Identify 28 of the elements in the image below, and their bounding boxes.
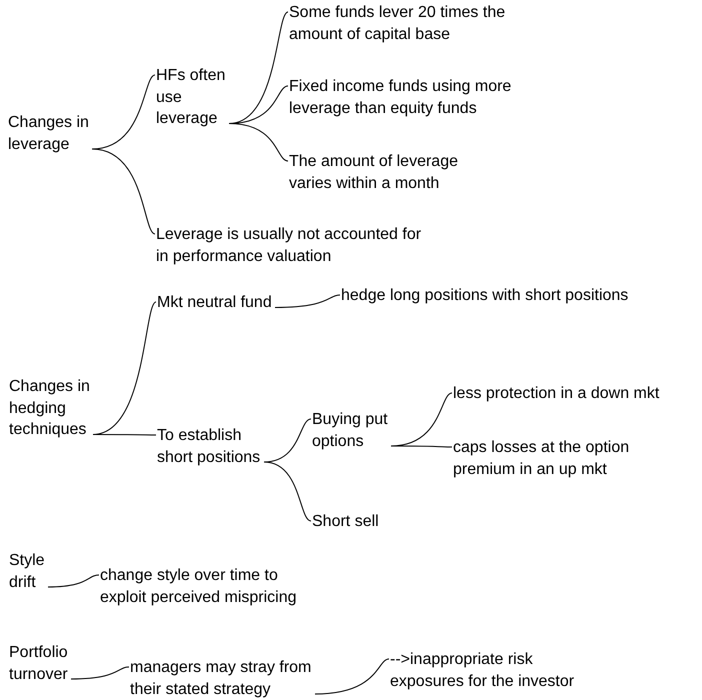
connector-line	[274, 294, 340, 308]
topic-text: Changes in hedging techniques	[9, 377, 91, 440]
connector-line	[390, 446, 452, 448]
topic-text: hedge long positions with short positions	[341, 286, 630, 306]
topic-text: Buying put options	[312, 410, 389, 452]
connector-line	[228, 123, 288, 162]
connector-line	[314, 658, 390, 694]
connector-line	[92, 148, 156, 234]
topic-text: Changes in leverage	[8, 113, 90, 154]
topic-text: To establish short positions	[157, 426, 262, 468]
connector-line	[92, 434, 156, 436]
topic-text: Short sell	[312, 512, 380, 532]
connector-line	[264, 462, 312, 522]
topic-text: less protection in a down mkt	[453, 384, 660, 404]
topic-text: Fixed income funds using more leverage than equity funds	[289, 77, 512, 118]
connector-line	[70, 666, 130, 680]
topic-text: The amount of leverage varies within a month	[289, 152, 459, 194]
topic-text: change style over time to exploit perceived mispricing	[100, 566, 298, 608]
connector-line	[48, 574, 100, 588]
topic-text: caps losses at the option premium in an up mkt	[453, 438, 630, 480]
topic-text: managers may stray from their stated strategy	[130, 658, 312, 700]
topic-text: Portfolio turnover	[9, 643, 69, 684]
topic-text: -->inappropriate risk exposures for the investor	[390, 650, 576, 692]
topic-text: Leverage is usually not accounted for in performance valuation	[156, 225, 422, 266]
topic-text: Style drift	[9, 551, 46, 592]
topic-text: Mkt neutral fund	[157, 293, 273, 313]
topic-text: Some funds lever 20 times the amount of capital base	[289, 3, 506, 44]
topic-text: HFs often use leverage	[156, 66, 226, 129]
